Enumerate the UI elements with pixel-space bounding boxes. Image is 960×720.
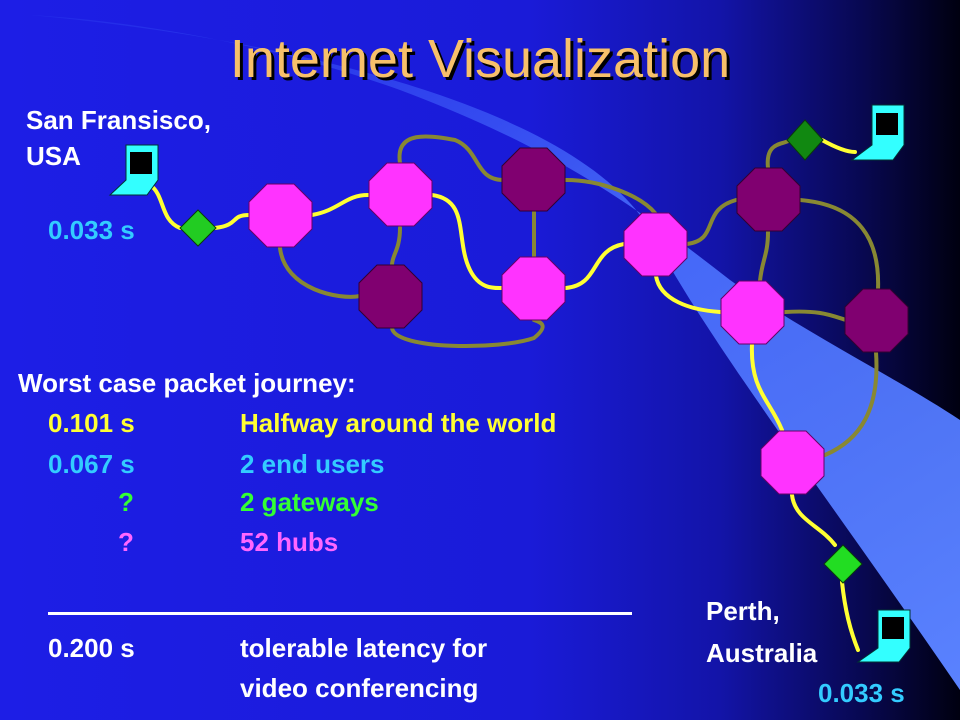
page-title: Internet Visualization [229,29,731,89]
inactive-link [390,226,402,267]
inactive-link [765,138,792,170]
journey-heading: Worst case packet journey: [18,368,356,398]
sf-latency: 0.033 s [48,215,135,245]
gateway-diamond [823,544,863,584]
active-link [820,138,857,154]
hub-active [501,256,566,321]
inactive-link [685,198,738,246]
inactive-links [278,134,881,457]
active-link [790,493,837,547]
computer-icon-au-top [850,104,905,161]
sf-location-line2: USA [26,141,81,171]
active-link [148,183,182,230]
sf-location-line1: San Fransisco, [26,105,211,135]
total-latency-label-line2: video conferencing [240,673,479,703]
total-latency-label-line1: tolerable latency for [240,633,488,663]
active-link [749,342,784,432]
active-link [310,193,370,217]
hub-active [623,212,688,277]
journey-row-value: 0.101 s [48,408,135,438]
inactive-link [783,309,848,322]
active-link [430,193,505,291]
perth-location-line2: Australia [706,638,818,668]
hub-active [760,430,825,495]
journey-row-label: 52 hubs [240,527,339,557]
active-link [564,242,626,290]
light-beam [30,15,960,690]
journey-row-value: ? [118,527,134,557]
computer-icon-perth [856,609,911,663]
hub-active [368,162,433,227]
total-latency-value: 0.200 s [48,633,135,663]
journey-row-label: 2 end users [240,449,385,479]
gateway-diamond [179,209,217,247]
packet-path [148,138,860,652]
hub-inactive [501,147,566,212]
active-link [654,274,722,314]
inactive-link [823,350,879,457]
inactive-link [278,246,362,299]
perth-latency: 0.033 s [818,678,905,708]
inactive-link [564,178,657,215]
inactive-link [758,230,770,283]
perth-location-line1: Perth, [706,596,780,626]
hub-inactive [844,288,909,353]
inactive-link [798,198,881,292]
journey-row-value: ? [118,487,134,517]
hub-active [720,280,785,345]
journey-row-label: 2 gateways [240,487,379,517]
hub-active [248,183,313,248]
journey-row-value: 0.067 s [48,449,135,479]
computer-icon-sf [108,144,159,196]
sum-divider [48,612,632,615]
hub-inactive [358,264,423,329]
inactive-link [390,318,545,348]
active-link [213,213,251,230]
inactive-link [397,134,505,182]
active-link [840,580,860,652]
gateway-diamond [786,119,824,161]
journey-row-label: Halfway around the world [240,408,557,438]
hub-inactive [736,167,801,232]
